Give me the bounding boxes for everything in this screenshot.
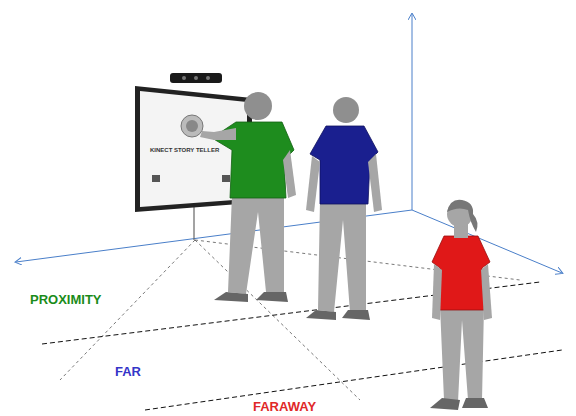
sensor-lens (194, 76, 198, 80)
screen-logo (186, 120, 198, 132)
green-person (200, 92, 296, 302)
screen-icon (222, 175, 230, 182)
zone-label: PROXIMITY (30, 292, 102, 307)
blue-person (306, 97, 382, 320)
screen-title: KINECT STORY TELLER (150, 147, 219, 153)
screen-logo (181, 115, 203, 137)
zone-label: FARAWAY (253, 399, 316, 414)
sensor-lens (182, 76, 186, 80)
zone-label: FAR (115, 364, 141, 379)
sensor-lens (206, 76, 210, 80)
kinect-sensor (170, 73, 222, 83)
stand (193, 206, 194, 240)
red-person (430, 200, 492, 410)
screen-icon (152, 175, 160, 182)
axes (16, 14, 562, 273)
